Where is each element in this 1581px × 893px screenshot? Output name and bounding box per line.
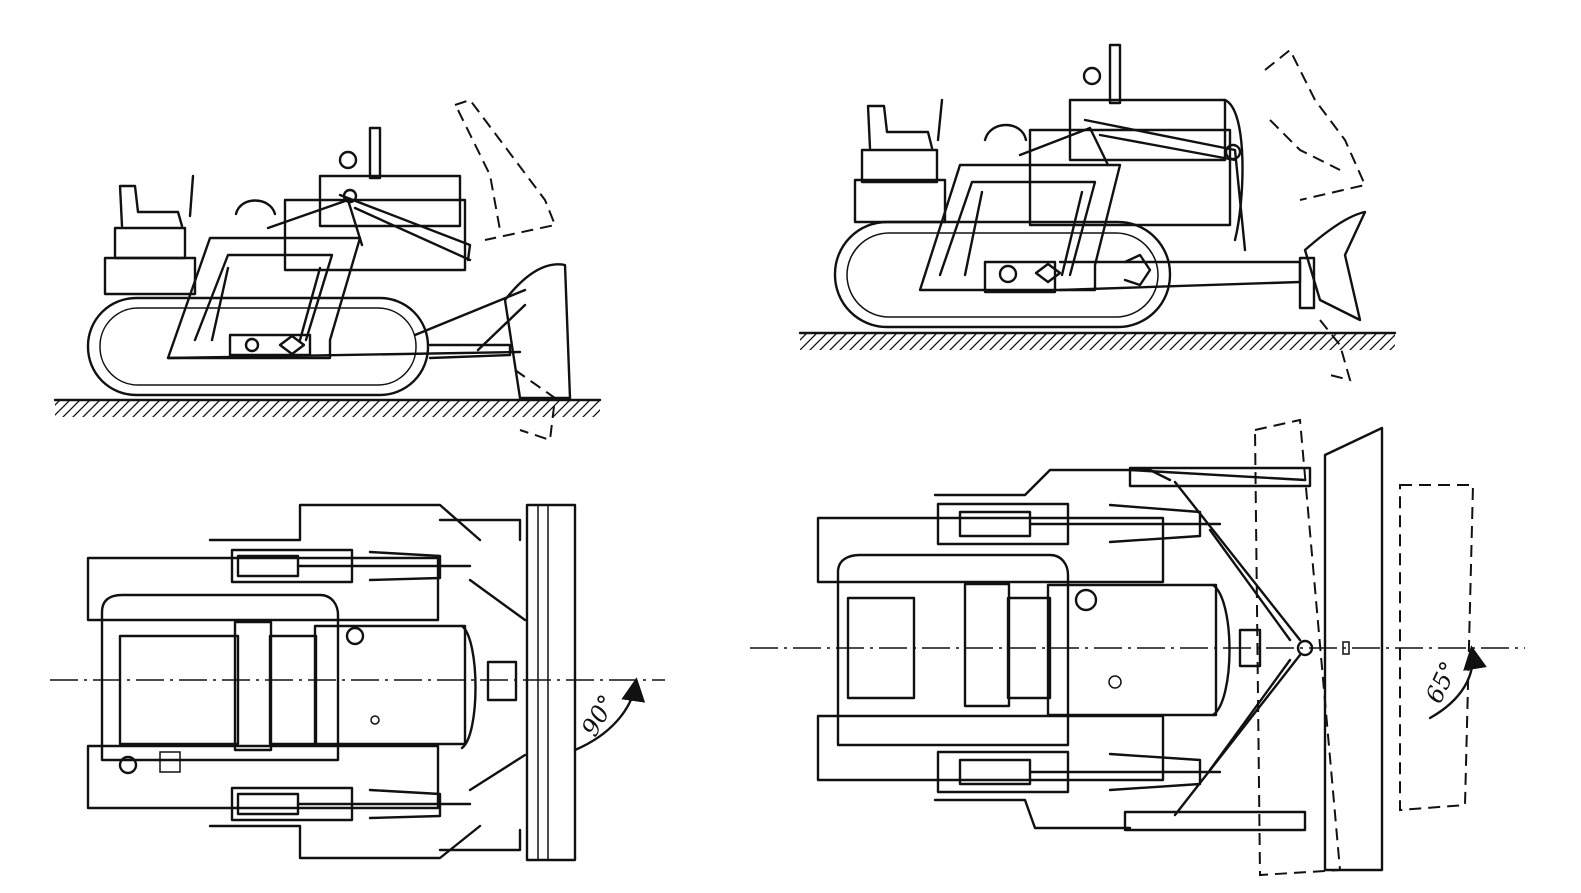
bulldozer-blade [413, 263, 572, 400]
side-view-angled-blade [798, 43, 1397, 382]
track-frames [816, 468, 1172, 830]
crawler-track [833, 220, 1172, 329]
ground-line [798, 331, 1397, 350]
blade-straight [525, 503, 577, 862]
ground-line [53, 398, 602, 417]
bulldozer-blade-angled [1298, 210, 1367, 322]
hydraulic-cylinder-lower [936, 750, 1222, 794]
angle-label-65: 65° [1420, 657, 1463, 707]
engine-block [836, 553, 1262, 747]
blade-lowered-outline [1319, 319, 1352, 382]
blade-lowered-outline [514, 369, 557, 442]
tractor-body [103, 126, 467, 296]
angle-label-90: 90° [576, 690, 622, 741]
angle-arc-90-icon [573, 677, 646, 752]
blade-raised-outline [454, 98, 557, 241]
lift-linkage [266, 188, 472, 262]
plan-view-straight-blade: 90° [50, 503, 665, 862]
hydraulic-cylinder-upper [936, 502, 1222, 546]
hydraulic-cylinder-upper [230, 548, 472, 584]
lift-linkage [1018, 118, 1247, 252]
push-arms [438, 518, 527, 852]
blade-angled-dashed-outline [1253, 418, 1475, 877]
plan-view-angled-blade: 65° [750, 418, 1525, 877]
push-arms [1123, 466, 1314, 832]
engine-block [100, 593, 518, 762]
tractor-body [853, 43, 1244, 242]
crawler-track [86, 296, 430, 397]
push-frame [166, 236, 522, 360]
blade-raised-outline [1264, 48, 1367, 201]
track-frames [86, 503, 482, 860]
angle-arc-65-icon [1428, 645, 1487, 720]
side-view-straight-blade [53, 98, 602, 442]
hydraulic-cylinder-lower [230, 786, 472, 822]
blade-angled [1323, 426, 1384, 872]
